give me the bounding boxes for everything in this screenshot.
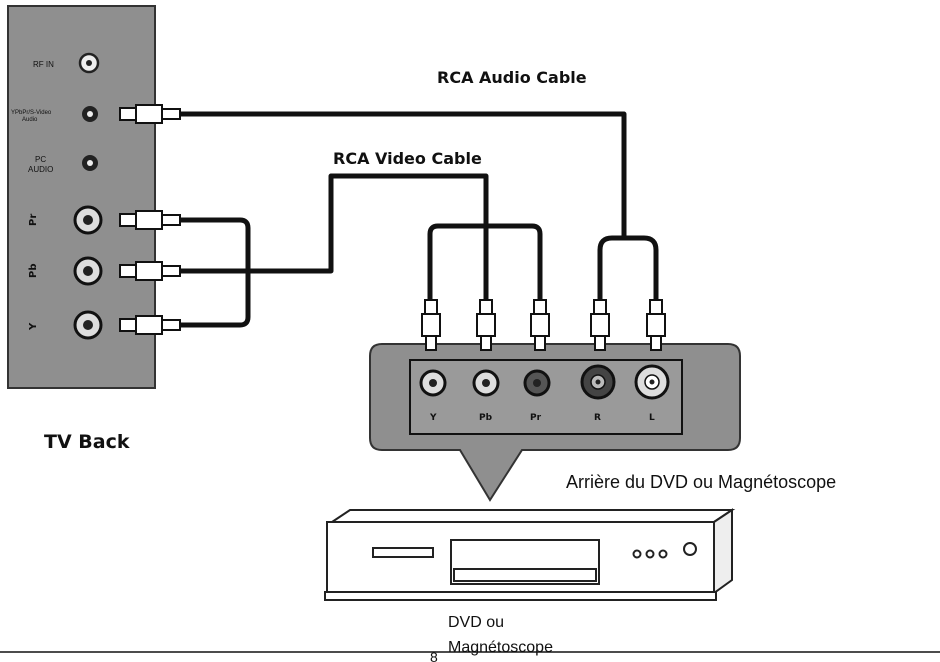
dvd-jack-pb [472,369,500,397]
page-number: 8 [430,649,438,662]
dvd-plug-r [590,299,610,351]
tv-back-caption: TV Back [44,431,130,453]
tv-plug-pr [119,210,181,230]
pc-audio-label-line1: PC [35,155,46,164]
dvd-jack-r [580,364,616,400]
rca-video-cable-pb [180,173,489,300]
pr-jack [73,205,103,235]
dvd-player-caption-line1: DVD ou [448,614,504,631]
tv-back-panel: RF IN YPbPr/S-Video Audio PC AUDIO Pr Pb… [7,5,156,389]
dvd-jack-l-label: L [649,413,655,423]
dvd-player-illustration [324,508,736,601]
dvd-jack-pb-label: Pb [479,413,493,423]
dvd-back-caption: Arrière du DVD ou Magnétoscope [566,472,836,492]
pc-audio-label-line2: AUDIO [28,165,53,174]
rca-audio-cable-label: RCA Audio Cable [437,68,587,87]
rf-in-jack [78,52,100,74]
tv-plug-pb [119,261,181,281]
ypbpr-audio-label-line1: YPbPr/S-Video [11,110,52,116]
tv-plug-y [119,315,181,335]
rf-in-label: RF IN [33,60,54,69]
dvd-plug-y [421,299,441,351]
dvd-jack-r-label: R [594,413,601,423]
dvd-player-caption-line2: Magnétoscope [448,639,553,656]
dvd-jack-y [419,369,447,397]
ypbpr-audio-label-line2: Audio [22,117,38,123]
dvd-jack-pr [523,369,551,397]
tv-plug-audio [119,104,181,124]
ypbpr-audio-jack [82,106,98,122]
rca-video-cable-label: RCA Video Cable [333,149,482,168]
dvd-jack-l [634,364,670,400]
pb-label: Pb [28,264,39,279]
dvd-plug-l [646,299,666,351]
pb-jack [73,256,103,286]
y-label: Y [28,322,39,331]
dvd-plug-pb [476,299,496,351]
dvd-plug-pr [530,299,550,351]
y-jack [73,310,103,340]
pr-label: Pr [28,214,39,226]
dvd-jack-pr-label: Pr [530,413,542,423]
rca-audio-cable [180,111,659,300]
pc-audio-jack [82,155,98,171]
dvd-jack-y-label: Y [429,413,437,423]
